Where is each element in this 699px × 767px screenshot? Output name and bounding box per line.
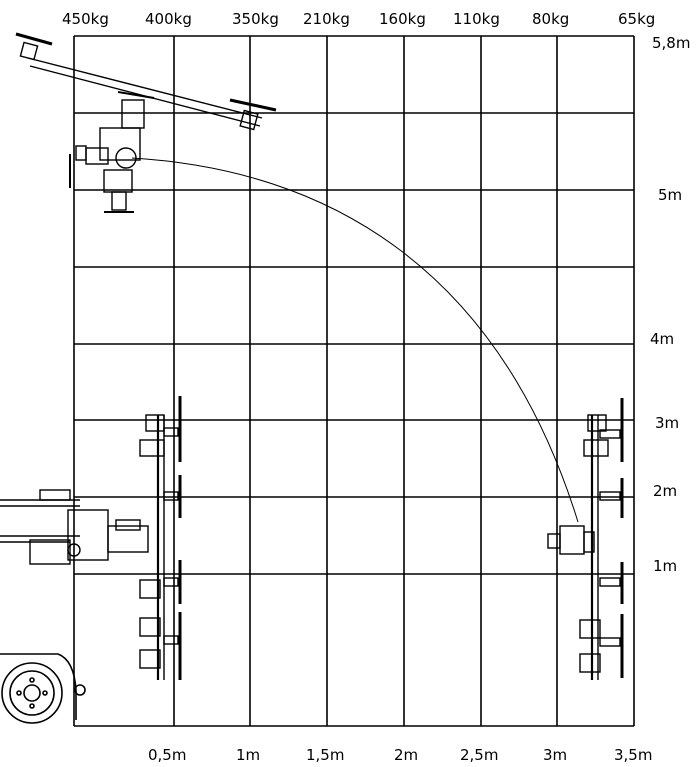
vacuum-lifter-rotated-icon [15, 32, 277, 213]
top-label: 350kg [232, 10, 279, 28]
right-label: 5,8m [652, 34, 690, 52]
top-label: 160kg [379, 10, 426, 28]
bottom-label: 1,5m [306, 746, 344, 764]
right-label: 5m [658, 186, 682, 204]
bottom-label: 2,5m [460, 746, 498, 764]
reach-arc [131, 157, 579, 523]
right-label: 1m [653, 557, 677, 575]
bottom-label: 1m [236, 746, 260, 764]
top-label: 450kg [62, 10, 109, 28]
right-label: 2m [653, 482, 677, 500]
crane-wheel-icon [0, 653, 86, 724]
right-label: 4m [650, 330, 674, 348]
bottom-label: 0,5m [148, 746, 186, 764]
top-capacity-labels: 450kg 400kg 350kg 210kg 160kg 110kg 80kg… [62, 10, 655, 28]
right-height-labels: 5,8m 5m 4m 3m 2m 1m [650, 34, 690, 575]
top-label: 110kg [453, 10, 500, 28]
bottom-label: 2m [394, 746, 418, 764]
bottom-reach-labels: 0,5m 1m 1,5m 2m 2,5m 3m 3,5m [148, 746, 652, 764]
crane-boom-icon [0, 489, 149, 565]
top-label: 65kg [618, 10, 655, 28]
vacuum-lifter-far-icon [547, 398, 624, 680]
top-label: 210kg [303, 10, 350, 28]
bottom-label: 3m [543, 746, 567, 764]
vacuum-lifter-near-icon [139, 396, 182, 680]
bottom-label: 3,5m [614, 746, 652, 764]
top-label: 400kg [145, 10, 192, 28]
grid [73, 35, 635, 727]
top-label: 80kg [532, 10, 569, 28]
right-label: 3m [655, 414, 679, 432]
